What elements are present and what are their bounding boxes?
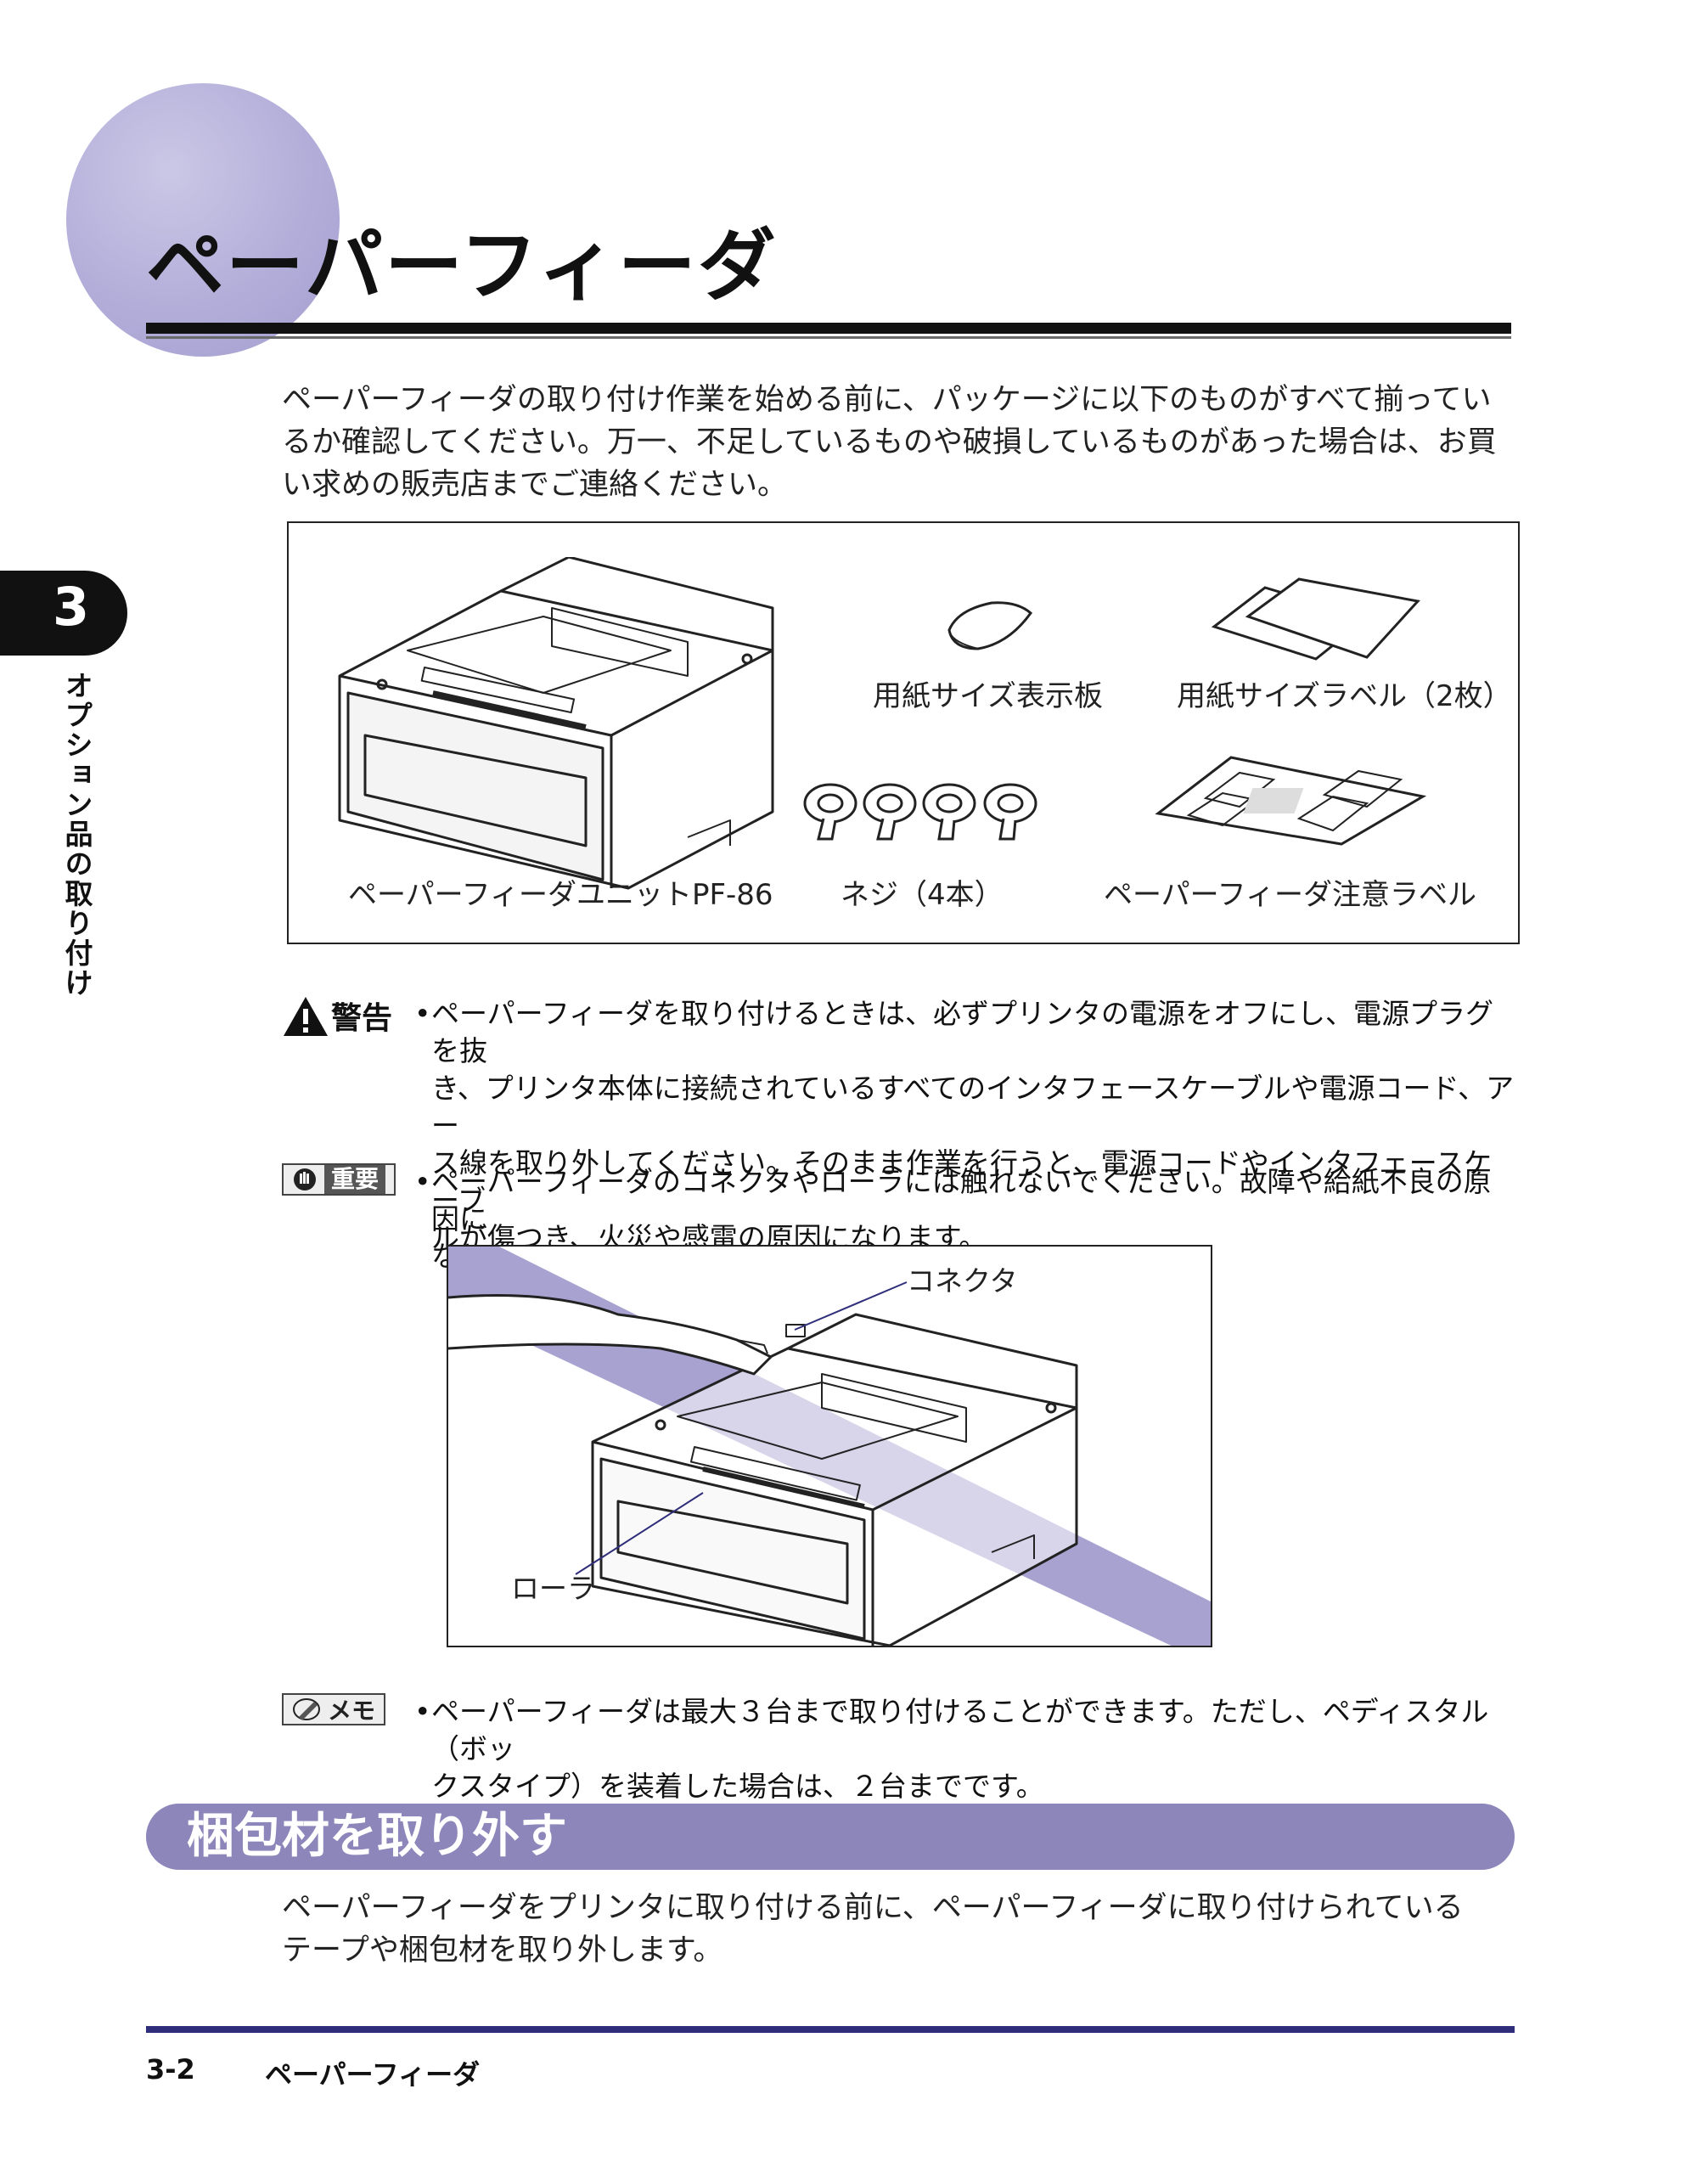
connector-callout: コネクタ (907, 1264, 1018, 1297)
warning-icon (284, 997, 328, 1036)
chapter-tab (0, 571, 127, 656)
chapter-title: オプション品の取り付け (60, 671, 93, 998)
intro-paragraph: ペーパーフィーダの取り付け作業を始める前に、パッケージに以下のものがすべて揃って… (282, 379, 1521, 506)
feeder-figure-illustration (448, 1247, 1211, 1646)
footer-title: ペーパーフィーダ (265, 2058, 481, 2091)
title-decoration-circle (66, 83, 340, 357)
intro-line: るか確認してください。万一、不足しているものや破損しているものがあった場合は、お… (282, 425, 1497, 459)
connector-roller-figure: コネクタ ローラ (447, 1245, 1212, 1647)
memo-line: クスタイプ）を装着した場合は、２台までです。 (431, 1770, 1044, 1803)
warning-line: き、プリンタ本体に接続されているすべてのインタフェースケーブルや電源コード、アー (431, 1072, 1515, 1142)
part-caution-label-label: ペーパーフィーダ注意ラベル (1104, 878, 1476, 912)
chapter-number: 3 (53, 576, 90, 638)
intro-line: い求めの販売店までご連絡ください。 (282, 468, 788, 502)
size-plate-illustration (947, 601, 1033, 650)
intro-line: ペーパーフィーダの取り付け作業を始める前に、パッケージに以下のものがすべて揃って… (282, 383, 1492, 417)
warning-line: ペーパーフィーダを取り付けるときは、必ずプリンタの電源をオフにし、電源プラグを抜 (431, 997, 1494, 1067)
section-paragraph: ペーパーフィーダをプリンタに取り付ける前に、ペーパーフィーダに取り付けられている… (282, 1887, 1521, 1972)
size-labels-illustration (1211, 577, 1420, 661)
section-band (146, 1804, 1515, 1870)
part-size-label-label: 用紙サイズラベル（2枚） (1177, 679, 1512, 713)
title-rule (146, 323, 1511, 334)
important-text: ペーパーフィーダのコネクタやローラには触れないでください。故障や給紙不良の原因に… (414, 1163, 1518, 1275)
pencil-icon (293, 1698, 320, 1720)
part-screws-label: ネジ（4本） (841, 878, 1004, 912)
warning-label: 警告 (331, 1001, 393, 1036)
caution-label-illustration (1155, 756, 1426, 846)
section-title: 梱包材を取り外す (187, 1809, 567, 1864)
memo-label: メモ (328, 1697, 376, 1725)
footer-page-number: 3-2 (146, 2053, 195, 2085)
page-title: ペーパーフィーダ (146, 221, 778, 312)
memo-line: ペーパーフィーダは最大３台まで取り付けることができます。ただし、ペディスタル（ボ… (431, 1695, 1489, 1765)
footer-rule (146, 2026, 1515, 2033)
important-line: ペーパーフィーダのコネクタやローラには触れないでください。故障や給紙不良の原因に (431, 1165, 1492, 1236)
memo-badge: メモ (282, 1693, 386, 1725)
package-contents-box: ペーパーフィーダユニットPF-86 用紙サイズ表示板 用紙サイズラベル（2枚） … (287, 521, 1520, 944)
title-rule-thin (146, 336, 1511, 339)
part-unit-label: ペーパーフィーダユニットPF-86 (348, 878, 773, 912)
stop-hand-icon (294, 1168, 316, 1191)
section-line: テープや梱包材を取り外します。 (282, 1934, 723, 1967)
important-label: 重要 (324, 1165, 386, 1194)
important-badge: 重要 (282, 1163, 396, 1196)
roller-callout: ローラ (511, 1572, 595, 1605)
memo-text: ペーパーフィーダは最大３台まで取り付けることができます。ただし、ペディスタル（ボ… (414, 1693, 1518, 1805)
part-size-plate-label: 用紙サイズ表示板 (873, 679, 1103, 713)
paper-feeder-unit-illustration (338, 557, 774, 890)
screws-illustration (803, 783, 1037, 841)
section-line: ペーパーフィーダをプリンタに取り付ける前に、ペーパーフィーダに取り付けられている (282, 1891, 1464, 1925)
